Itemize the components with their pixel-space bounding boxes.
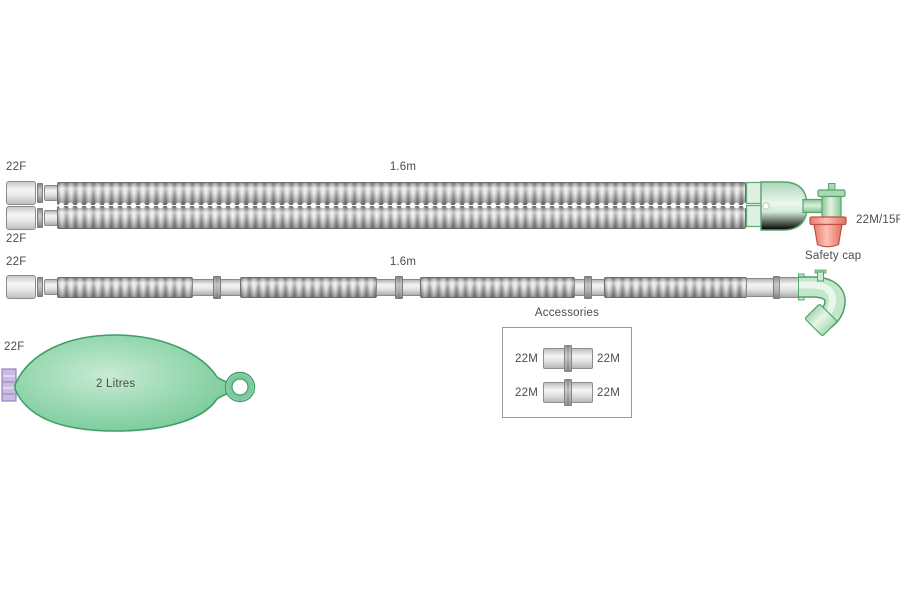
connector-flange [564,345,572,372]
label-length-dual: 1.6m [389,161,417,173]
label-22m: 22M [515,387,538,399]
cuff-ring-b [37,208,43,228]
label-22m: 22M [597,387,620,399]
label-22m: 22M [515,353,538,365]
y-piece [745,181,824,231]
label-22f-top-limb: 22F [6,161,27,173]
bag-hanging-ring [224,371,256,403]
connector-flange [564,379,572,406]
segment-ring [395,276,403,299]
accessories-title: Accessories [534,307,600,319]
elbow-patient-cuff [804,303,838,337]
label-22f-bottom-limb: 22F [6,233,27,245]
segment-ring [584,276,592,299]
label-port-22m15f: 22M/15F [856,214,900,226]
angled-elbow-connector [798,269,846,337]
label-bag-volume: 2 Litres [96,378,136,390]
safety-cap [809,216,847,248]
label-length-single: 1.6m [389,256,417,268]
label-22m: 22M [597,353,620,365]
label-safety-cap: Safety cap [805,250,862,262]
cuff-ring-single [37,277,43,297]
bag-port-connector-purple [1,368,17,402]
cuff-ring-a [37,183,43,203]
cuff-connector-22f-single [6,275,36,299]
label-22f-bag: 22F [4,341,25,353]
straight-connector-half [569,348,593,369]
straight-connector-half [569,382,593,403]
y-piece-elbow-assembly [745,181,847,248]
segment-ring [213,276,221,299]
bag-graphic [1,334,256,432]
bonded-seam-dots [57,201,746,210]
elbow-connector-22m15f [817,183,846,222]
label-22f-single-limb: 22F [6,256,27,268]
cuff-connector-22f-b [6,206,36,230]
cuff-connector-22f-a [6,181,36,205]
